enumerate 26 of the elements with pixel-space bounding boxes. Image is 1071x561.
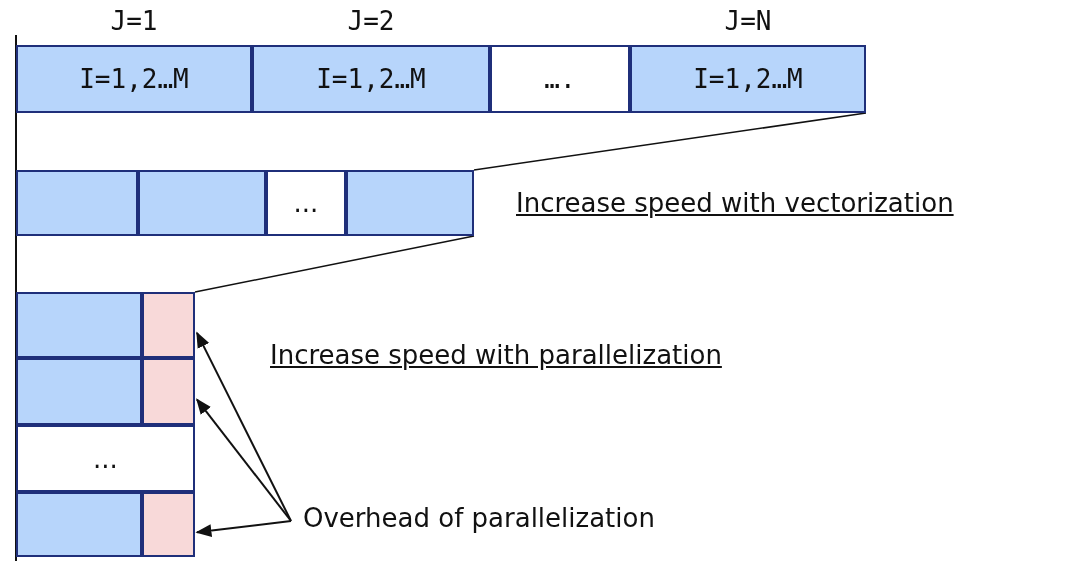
vector-block (346, 170, 474, 236)
ellipsis-block: ... (16, 425, 195, 492)
ellipsis-block: ... (266, 170, 346, 236)
note-text: Increase speed with parallelization (270, 340, 722, 370)
loop-block: I=1,2…M (252, 45, 490, 113)
note-text: Increase speed with vectorization (516, 188, 954, 218)
column-label: J=1 (110, 6, 158, 36)
thread-block (16, 358, 142, 425)
overhead-block (142, 492, 195, 557)
column-label: J=2 (347, 6, 395, 36)
vector-block (16, 170, 138, 236)
thread-block (16, 292, 142, 358)
loop-block: I=1,2…M (630, 45, 866, 113)
loop-block: I=1,2…M (16, 45, 252, 113)
annotation-text: Overhead of parallelization (303, 503, 655, 533)
arrow (195, 520, 292, 537)
arrow (196, 398, 292, 522)
column-label: J=N (724, 6, 772, 36)
vector-block (138, 170, 266, 236)
arrow (196, 331, 292, 522)
ellipsis-block: …. (490, 45, 630, 113)
zoom-line (194, 235, 475, 293)
overhead-block (142, 292, 195, 358)
overhead-block (142, 358, 195, 425)
zoom-line (473, 112, 867, 171)
thread-block (16, 492, 142, 557)
